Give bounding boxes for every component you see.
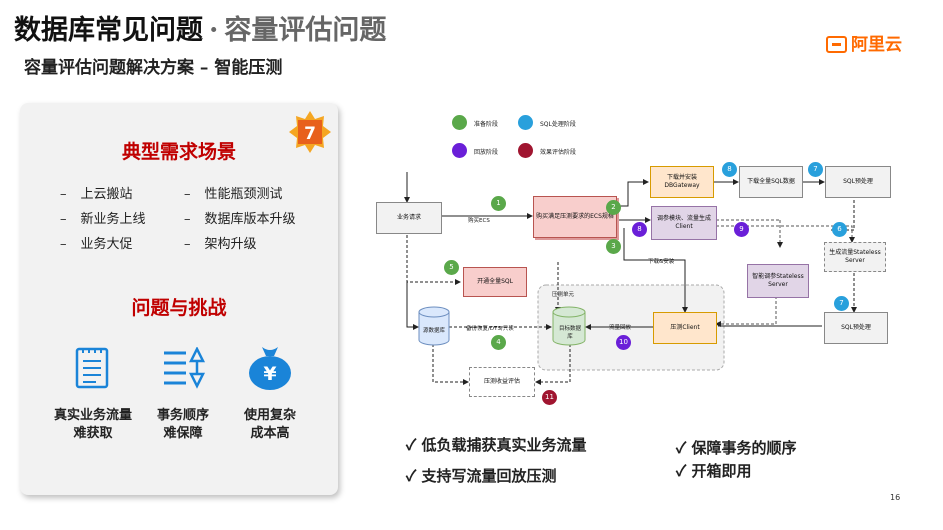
challenge-label: 使用复杂成本高 xyxy=(243,408,296,441)
legend-dot xyxy=(518,115,533,130)
target-db-node xyxy=(552,306,586,346)
money-bag-icon: ¥ xyxy=(249,347,291,390)
title-sub: 容量评估问题 xyxy=(224,15,387,46)
stress-client-node: 压测Client xyxy=(653,312,717,344)
stateless-server-node: 生成流量Stateless Server xyxy=(824,242,886,272)
step-marker: 8 xyxy=(722,162,737,177)
challenge-label: 真实业务流量难获取 xyxy=(53,408,132,441)
scenario-panel: 典型需求场景 –上云搬站 –性能瓶颈测试 –新业务上线 –数据库版本升级 –业务… xyxy=(20,103,338,495)
sequence-icon xyxy=(164,347,206,389)
step-marker: 9 xyxy=(734,222,749,237)
stress-unit-label: 压测单元 xyxy=(552,292,575,298)
tuning-server-node: 智能调参Stateless Server xyxy=(747,264,809,298)
source-db-node xyxy=(418,306,450,346)
step-marker: 5 xyxy=(444,260,459,275)
step-marker: 11 xyxy=(542,390,557,405)
title-main: 数据库常见问题 xyxy=(14,15,203,46)
page-subtitle: 容量评估问题解决方案 – 智能压测 xyxy=(24,58,283,78)
section-challenges-title: 问题与挑战 xyxy=(131,297,227,319)
step-marker: 7 xyxy=(808,162,823,177)
page-number: 16 xyxy=(890,493,901,502)
yen-glyph: ¥ xyxy=(263,363,276,385)
enable-full-sql-node: 开通全量SQL xyxy=(463,267,527,297)
benefit-item: ✓ 保障事务的顺序 xyxy=(676,439,797,457)
step-marker: 4 xyxy=(491,335,506,350)
document-list-icon xyxy=(75,347,109,389)
diagram-connectors xyxy=(404,172,857,385)
traffic-replay-label: 流量回放 xyxy=(609,325,632,331)
target-db-label: 目标数据库 xyxy=(558,326,581,340)
download-install-label: 下载&安装 xyxy=(648,259,675,265)
buy-ecs-label: 购买ECS xyxy=(468,218,490,224)
architecture-diagram: 准备阶段 SQL处理阶段 回放阶段 效果评估阶段 业务请求 购买ECS 购买满足… xyxy=(360,100,920,430)
dbgateway-node: 下载并安装DBGateway xyxy=(650,166,714,198)
backup-restore-label: 备份恢复/DTS/只读 xyxy=(466,326,514,332)
number-badge: 7 xyxy=(289,111,331,153)
download-sql-node: 下载全量SQL数据 xyxy=(739,166,803,198)
title-separator: · xyxy=(209,15,219,46)
legend-label: 回放阶段 xyxy=(474,149,499,156)
section-scenarios-title: 典型需求场景 xyxy=(121,141,236,163)
source-db-label: 源数据库 xyxy=(423,328,446,334)
step-marker: 10 xyxy=(616,335,631,350)
step-marker: 7 xyxy=(834,296,849,311)
legend-label: SQL处理阶段 xyxy=(540,121,576,128)
benefit-item: ✓ 支持写流量回放压测 xyxy=(406,467,557,485)
step-marker: 6 xyxy=(832,222,847,237)
scenario-item: –架构升级 xyxy=(184,237,257,252)
ecs-node: 购买满足压测要求的ECS规格 xyxy=(533,196,617,238)
page-title: 数据库常见问题·容量评估问题 xyxy=(14,8,386,47)
eval-node: 压测收益评估 xyxy=(469,367,535,397)
legend-label: 准备阶段 xyxy=(474,121,499,128)
sql-preprocess-bottom-node: SQL预处理 xyxy=(824,312,888,344)
step-marker: 8 xyxy=(632,222,647,237)
biz-request-node: 业务请求 xyxy=(376,202,442,234)
step-marker: 1 xyxy=(491,196,506,211)
aliyun-logo: 阿里云 xyxy=(826,30,902,55)
scenario-item: –数据库版本升级 xyxy=(184,212,296,227)
svg-text:7: 7 xyxy=(304,124,316,144)
scenario-item: –上云搬站 xyxy=(60,187,133,202)
sql-preprocess-node: SQL预处理 xyxy=(825,166,891,198)
legend-dot xyxy=(452,143,467,158)
scenario-item: –业务大促 xyxy=(60,237,133,252)
challenge-label: 事务顺序难保障 xyxy=(156,408,209,441)
scenario-item: –性能瓶颈测试 xyxy=(184,187,283,202)
legend-dot xyxy=(518,143,533,158)
tune-module-node: 调参模块、流量生成Client xyxy=(651,206,717,240)
step-marker: 2 xyxy=(606,200,621,215)
benefit-item: ✓ 开箱即用 xyxy=(676,462,752,480)
benefit-item: ✓ 低负载捕获真实业务流量 xyxy=(406,436,587,454)
scenario-item: –新业务上线 xyxy=(60,212,146,227)
step-marker: 3 xyxy=(606,239,621,254)
legend-label: 效果评估阶段 xyxy=(540,149,577,156)
aliyun-logo-icon xyxy=(826,36,847,53)
logo-text: 阿里云 xyxy=(851,35,902,55)
legend-dot xyxy=(452,115,467,130)
